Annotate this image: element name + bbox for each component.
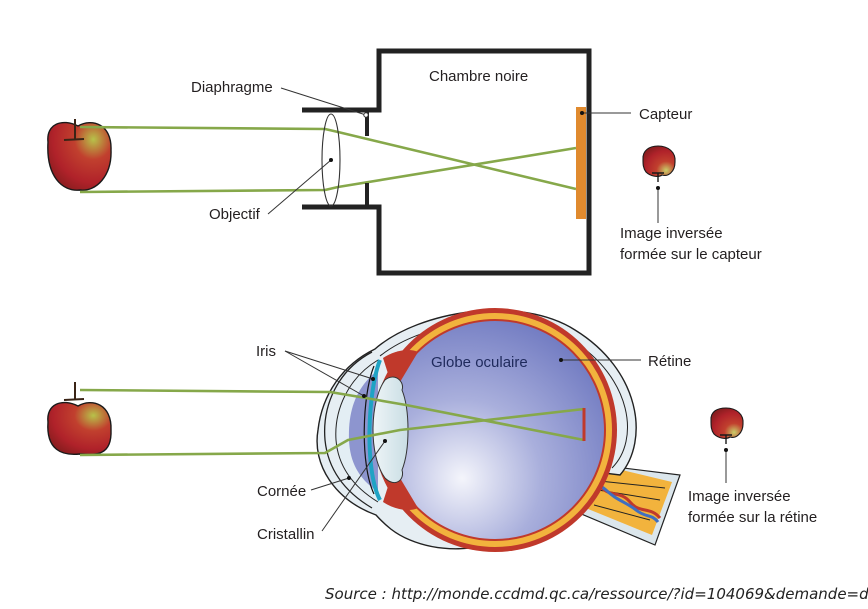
camera-diagram: Diaphragme Chambre noire Capteur Objecti… [47,48,762,276]
light-ray-top [79,125,577,191]
label-sensor: Capteur [639,106,692,123]
apple-object-icon [47,119,112,191]
label-cornea: Cornée [257,483,306,500]
label-inverted-image-camera-1: Image inversée [620,225,723,242]
label-inverted-image-camera-2: formée sur le capteur [620,246,762,263]
inverted-apple-retina-icon [710,407,744,444]
apple-object-eye-icon [47,382,112,456]
inverted-apple-camera-icon [642,145,676,182]
eye-light-ray-bottom [79,407,585,457]
light-ray-bottom [79,146,577,194]
eyeball-vitreous [384,319,606,541]
iris [367,359,382,501]
label-inverted-image-retina-2: formée sur la rétine [688,509,817,526]
sensor [576,107,586,219]
label-diaphragm: Diaphragme [191,79,273,96]
label-eyeball: Globe oculaire [431,354,528,371]
source-link[interactable]: Source : http://monde.ccdmd.qc.ca/ressou… [325,585,868,603]
eye-diagram: Iris Globe oculaire Rétine Cornée Crista… [47,308,817,552]
dark-chamber-box [302,48,592,276]
label-iris: Iris [256,343,276,360]
label-lens: Objectif [209,206,261,223]
eye-light-ray-top [79,388,585,442]
label-inverted-image-retina-1: Image inversée [688,488,791,505]
label-crystalline-lens: Cristallin [257,526,315,543]
label-dark-chamber: Chambre noire [429,68,528,85]
label-retina: Rétine [648,353,691,370]
lens-objective [321,113,341,207]
